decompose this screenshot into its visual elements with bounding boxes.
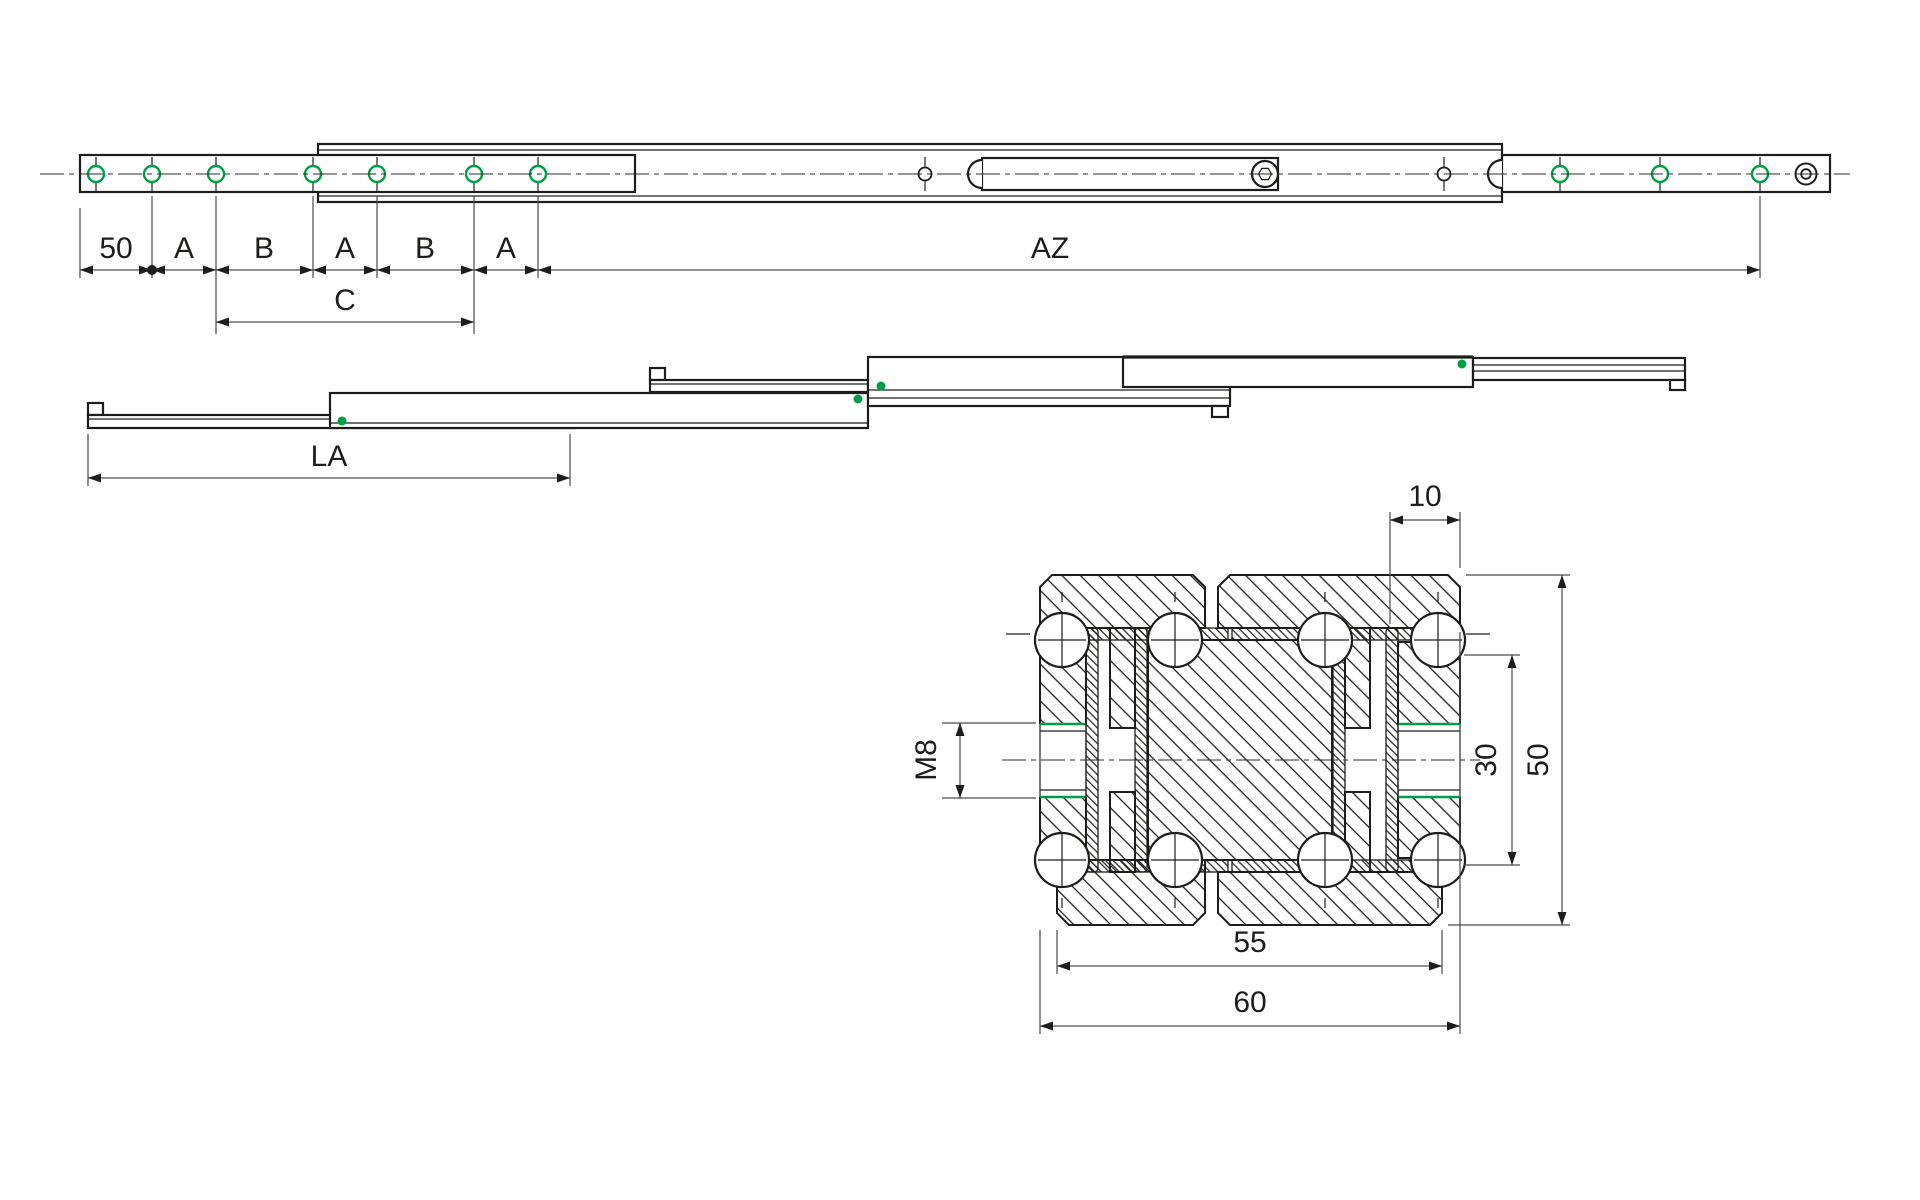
ball-bearing [1296, 592, 1354, 669]
dim-label-a2: A [335, 232, 355, 265]
extended-element-5 [1121, 355, 1475, 389]
closed-view-dimensions: 50 A B A B A AZ C [79, 196, 1761, 334]
cross-section-view: 10 M8 30 50 55 [910, 480, 1570, 1034]
dim-label-55: 55 [1233, 926, 1266, 959]
dim-label-la: LA [311, 440, 348, 473]
dim-label-50-height: 50 [1522, 743, 1555, 776]
extended-view-dimensions: LA [87, 434, 571, 486]
extended-element-3 [648, 378, 870, 394]
ball-bearing [1033, 831, 1091, 908]
ball-bearing [1146, 831, 1204, 908]
ball-bearing [1146, 592, 1204, 669]
mounting-holes-left [86, 157, 548, 191]
closed-view: 50 A B A B A AZ C [40, 142, 1850, 334]
dim-label-a3: A [496, 232, 516, 265]
lock-indicator-dot [853, 394, 863, 404]
extended-element-2 [328, 391, 870, 430]
lock-indicator-dot [876, 381, 886, 391]
dim-label-c: C [334, 284, 356, 317]
extended-view: LA [86, 355, 1687, 486]
lock-indicator-dot [337, 416, 347, 426]
intermediate-rail-body [1147, 639, 1333, 861]
ball-bearing [1033, 592, 1091, 669]
dim-label-a1: A [174, 232, 194, 265]
lock-indicator-dot [1457, 359, 1467, 369]
end-stop-tab [1210, 404, 1230, 419]
flange-tongue [1109, 627, 1136, 729]
dim-label-az: AZ [1031, 232, 1069, 265]
dim-label-50: 50 [99, 232, 132, 265]
dim-label-b1: B [254, 232, 274, 265]
end-stop-tab [86, 401, 105, 417]
dim-label-b2: B [415, 232, 435, 265]
cross-section-dimensions: 10 M8 30 50 55 [910, 480, 1570, 1034]
ball-bearing [1409, 831, 1467, 908]
ball-bearing [1296, 831, 1354, 908]
extended-element-6 [1471, 356, 1687, 382]
ball-bearing [1409, 592, 1467, 669]
end-stop-tab [1668, 378, 1687, 392]
dim-label-30: 30 [1470, 743, 1503, 776]
end-stop-tab [648, 366, 667, 382]
dim-label-60: 60 [1233, 986, 1266, 1019]
dim-label-m8: M8 [910, 739, 943, 781]
dim-label-10: 10 [1408, 480, 1441, 513]
ball-bearings [1033, 592, 1467, 908]
